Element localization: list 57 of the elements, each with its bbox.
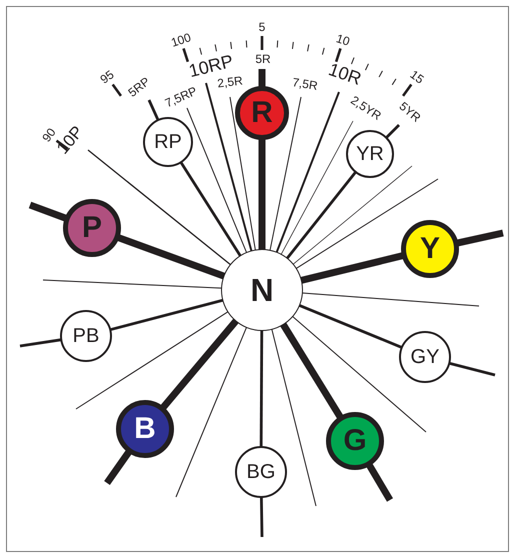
- hue-circle: BG: [235, 446, 287, 498]
- hue-notation: 10R: [326, 60, 364, 88]
- spoke-line: [302, 292, 480, 306]
- spoke-line: [296, 178, 438, 269]
- spoke-line: [276, 92, 340, 253]
- spoke-line: [292, 166, 412, 265]
- spoke-line: [292, 316, 426, 432]
- scale-number: 15: [408, 68, 426, 86]
- hue-circle: YR: [346, 130, 394, 178]
- spoke-line: [258, 69, 266, 86]
- spoke-line: [366, 464, 393, 502]
- hue-circle: Y: [401, 220, 459, 278]
- hue-notation: 5YR: [397, 100, 423, 124]
- spoke-line: [260, 330, 264, 446]
- spoke-line: [186, 108, 248, 254]
- spoke-line: [28, 202, 66, 222]
- spoke-line: [280, 120, 354, 255]
- spoke-line: [20, 338, 61, 348]
- spoke-line: [110, 298, 224, 331]
- hue-circle: PB: [60, 310, 112, 362]
- hue-notation: 7,5R: [292, 76, 318, 92]
- hue-circle: B: [116, 400, 174, 458]
- spoke-line: [270, 96, 302, 251]
- scale-number: 95: [98, 68, 116, 86]
- hue-circle: G: [326, 412, 384, 470]
- spoke-line: [300, 252, 404, 284]
- spoke-line: [230, 96, 256, 251]
- scale-number: 5: [258, 21, 266, 33]
- spoke-line: [386, 124, 400, 138]
- spoke-line: [449, 362, 496, 376]
- spoke-line: [205, 82, 252, 252]
- spoke-line: [76, 311, 228, 410]
- hue-circle: RP: [143, 117, 193, 167]
- spoke-line: [160, 318, 239, 410]
- spoke-line: [286, 172, 356, 260]
- neutral-circle: N: [221, 249, 303, 331]
- spoke-line: [258, 140, 266, 250]
- spoke-line: [88, 150, 231, 266]
- spoke-line: [104, 450, 132, 486]
- spoke-line: [298, 304, 402, 349]
- hue-notation: 7,5RP: [163, 84, 199, 110]
- spoke-line: [260, 497, 264, 538]
- spoke-line: [42, 280, 222, 289]
- hue-circle: R: [235, 86, 289, 140]
- scale-number: 100: [169, 31, 192, 49]
- scale-number: 10: [335, 32, 352, 48]
- hue-circle: P: [63, 199, 121, 257]
- spoke-line: [176, 326, 247, 498]
- hue-circle: GY: [399, 331, 451, 383]
- spoke-line: [180, 162, 242, 257]
- hue-notation: 5RP: [126, 75, 152, 99]
- spoke-line: [457, 230, 504, 246]
- hue-notation: 5R: [255, 53, 271, 65]
- spoke-line: [118, 234, 226, 280]
- spoke-line: [148, 99, 160, 120]
- spoke-line: [271, 328, 316, 506]
- spoke-line: [280, 322, 344, 419]
